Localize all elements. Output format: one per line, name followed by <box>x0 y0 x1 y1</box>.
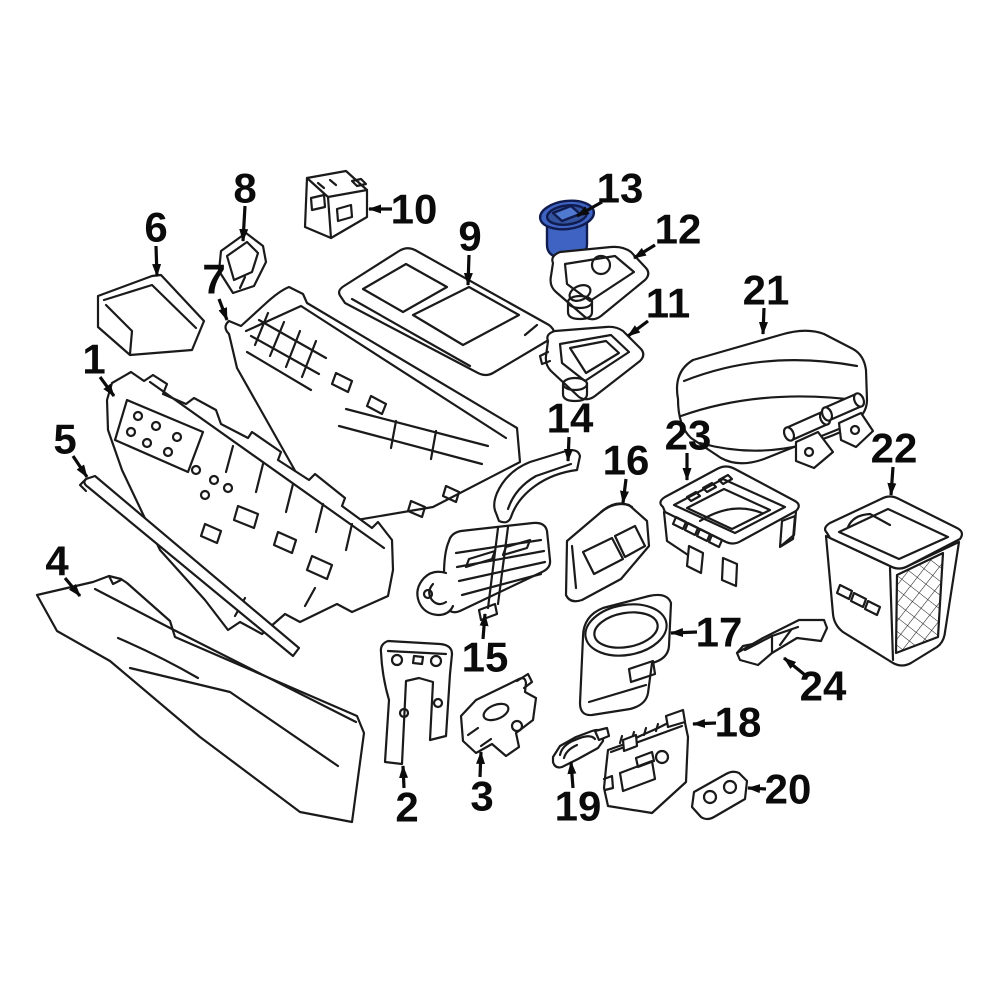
part-8-bracket <box>217 231 268 295</box>
callout-8-arrow <box>239 205 249 242</box>
callout-5-arrow <box>71 455 89 478</box>
part-1-console-carrier <box>105 370 395 636</box>
part-22-storage-bin <box>823 495 964 667</box>
callout-18-arrow <box>692 718 717 728</box>
part-20-plate <box>690 770 749 821</box>
callout-23-label: 23 <box>665 412 712 459</box>
callout-21-arrow <box>758 307 768 335</box>
part-5-trim-strip <box>78 474 301 658</box>
callout-16-arrow <box>620 478 629 504</box>
callout-17-label: 17 <box>696 609 743 656</box>
callout-22-arrow <box>887 466 897 496</box>
callout-18-label: 18 <box>715 699 762 746</box>
diagram-artwork <box>35 169 964 824</box>
callout-8-label: 8 <box>233 165 256 212</box>
callout-1-label: 1 <box>82 336 105 383</box>
part-24-bracket-strip <box>735 618 829 667</box>
callout-12-arrow <box>633 243 656 260</box>
part-17-cupholder-surround <box>578 593 673 717</box>
part-19-trim-clip <box>551 726 611 769</box>
callout-14-arrow <box>564 436 573 462</box>
callout-2-arrow <box>399 765 409 789</box>
part-4-side-panel <box>35 574 366 824</box>
part-23-storage-tray <box>659 465 800 588</box>
part-12-cupholder-bracket <box>549 245 650 321</box>
callout-15-label: 15 <box>462 634 509 681</box>
part-11-cupholder-tray <box>538 325 645 403</box>
callout-20-arrow <box>747 784 767 794</box>
part-6-trim-panel <box>96 273 206 357</box>
part-18-rear-panel <box>602 708 690 815</box>
callout-5-label: 5 <box>53 416 76 463</box>
part-21-armrest-lid <box>675 329 875 470</box>
callout-4-label: 4 <box>45 538 69 585</box>
callout-3-label: 3 <box>470 773 493 820</box>
part-2-support-bracket <box>379 639 454 766</box>
callout-20-label: 20 <box>765 766 812 813</box>
callout-7-arrow <box>217 298 229 321</box>
part-3-mount-bracket <box>459 672 538 758</box>
callout-1-arrow <box>98 376 116 397</box>
callout-24-arrow <box>782 656 807 677</box>
callout-6-label: 6 <box>144 204 167 251</box>
part-14-support <box>493 449 582 524</box>
part-16-bezel <box>564 502 651 603</box>
callout-17-arrow <box>670 628 698 638</box>
callout-24-label: 24 <box>800 663 847 710</box>
callout-16-label: 16 <box>603 437 650 484</box>
part-15-air-vent <box>416 521 552 622</box>
callout-11-label: 11 <box>646 280 690 327</box>
callout-10-label: 10 <box>391 186 438 233</box>
callout-21-label: 21 <box>743 267 790 314</box>
callout-9-label: 9 <box>458 213 481 260</box>
part-7-console-substrate <box>224 285 522 524</box>
callout-2-label: 2 <box>395 784 418 831</box>
callout-19-arrow <box>567 761 577 789</box>
callout-9-arrow <box>463 254 473 286</box>
part-10-module <box>303 169 369 240</box>
callout-12-label: 12 <box>655 206 702 253</box>
callout-22-label: 22 <box>871 425 918 472</box>
callout-15-arrow <box>479 613 489 640</box>
callout-4-arrow <box>63 576 82 598</box>
callout-13-label: 13 <box>597 165 644 212</box>
part-9-finish-panel <box>337 247 556 377</box>
callout-19-label: 19 <box>555 783 602 830</box>
callout-7-label: 7 <box>202 256 225 303</box>
callout-11-arrow <box>627 319 649 338</box>
callout-6-arrow <box>152 245 162 277</box>
callout-3-arrow <box>476 751 486 778</box>
callout-14-label: 14 <box>547 395 594 442</box>
callout-13-arrow <box>576 200 603 218</box>
